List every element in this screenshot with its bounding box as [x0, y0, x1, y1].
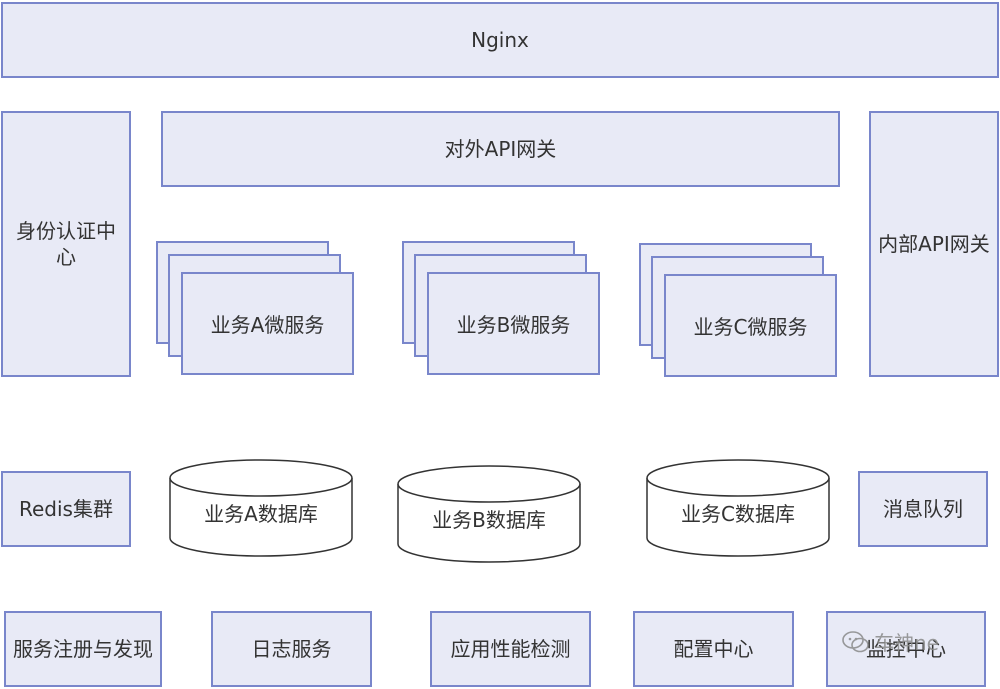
- database-a: 业务A数据库: [168, 458, 354, 558]
- watermark: 车神ne: [842, 627, 939, 656]
- redis-cluster-label: Redis集群: [19, 497, 113, 521]
- internal-api-gateway-label: 内部API网关: [878, 232, 990, 256]
- identity-center-label: 身份认证中心: [16, 219, 116, 269]
- config-center-box: 配置中心: [633, 611, 794, 687]
- apm-box: 应用性能检测: [430, 611, 591, 687]
- service-c-box: 业务C微服务: [664, 274, 837, 377]
- monitoring-center-box: 监控中心: [826, 611, 986, 687]
- service-a-stack: 业务A微服务: [156, 241, 354, 376]
- log-service-box: 日志服务: [211, 611, 372, 687]
- internal-api-gateway-box: 内部API网关: [869, 111, 999, 377]
- external-api-gateway-box: 对外API网关: [161, 111, 840, 187]
- service-b-box: 业务B微服务: [427, 272, 600, 375]
- message-queue-box: 消息队列: [858, 471, 988, 547]
- database-a-cylinder-icon: [169, 459, 353, 557]
- database-b-cylinder-icon: [397, 465, 581, 563]
- service-c-label: 业务C微服务: [693, 315, 808, 339]
- nginx-label: Nginx: [471, 28, 529, 52]
- database-b-label: 业务B数据库: [432, 508, 546, 532]
- service-discovery-box: 服务注册与发现: [4, 611, 162, 687]
- log-service-label: 日志服务: [251, 637, 332, 661]
- identity-center-box: 身份认证中心: [1, 111, 131, 377]
- watermark-text: 车神ne: [874, 631, 939, 655]
- database-a-label: 业务A数据库: [204, 502, 318, 526]
- service-b-stack: 业务B微服务: [402, 241, 600, 376]
- service-discovery-label: 服务注册与发现: [13, 637, 153, 661]
- redis-cluster-box: Redis集群: [1, 471, 131, 547]
- wechat-icon: [842, 630, 870, 653]
- database-c-label: 业务C数据库: [681, 502, 795, 526]
- service-b-label: 业务B微服务: [456, 313, 571, 337]
- database-b: 业务B数据库: [396, 464, 582, 564]
- database-c-cylinder-icon: [646, 459, 830, 557]
- external-api-gateway-label: 对外API网关: [444, 137, 557, 161]
- nginx-box: Nginx: [1, 2, 999, 78]
- service-a-box: 业务A微服务: [181, 272, 354, 375]
- database-c: 业务C数据库: [645, 458, 831, 558]
- service-a-label: 业务A微服务: [210, 313, 325, 337]
- config-center-label: 配置中心: [673, 637, 754, 661]
- monitoring-center-label: 监控中心: [866, 637, 946, 661]
- service-c-stack: 业务C微服务: [639, 243, 837, 378]
- apm-label: 应用性能检测: [450, 637, 571, 661]
- message-queue-label: 消息队列: [883, 497, 963, 521]
